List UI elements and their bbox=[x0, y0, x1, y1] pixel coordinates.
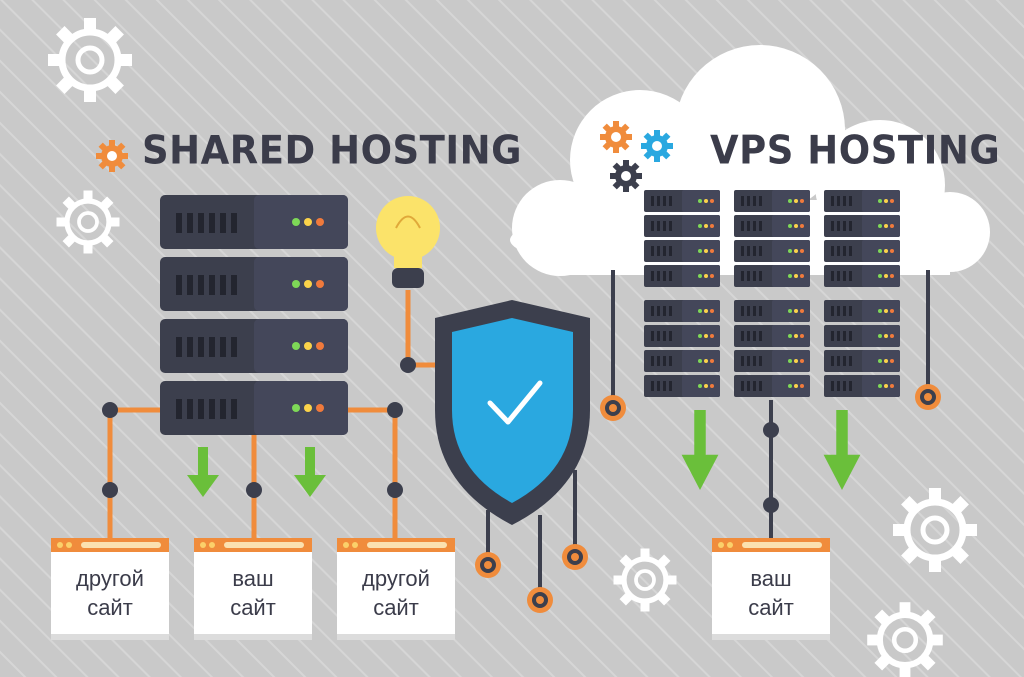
site-label: ваш сайт bbox=[194, 564, 312, 622]
site-window-other-right: другой сайт bbox=[337, 538, 455, 640]
window-dot bbox=[352, 542, 358, 548]
site-label-line2: сайт bbox=[87, 595, 133, 620]
gear-icon bbox=[600, 121, 632, 153]
site-window-other-left: другой сайт bbox=[51, 538, 169, 640]
gear-icon bbox=[610, 160, 642, 192]
site-label-line2: сайт bbox=[748, 595, 794, 620]
lightbulb-icon bbox=[376, 196, 440, 288]
site-label-line1: другой bbox=[362, 566, 430, 591]
vps-terminal bbox=[600, 395, 626, 421]
window-dot bbox=[57, 542, 63, 548]
site-window-vps-yours: ваш сайт bbox=[712, 538, 830, 640]
site-label-line2: сайт bbox=[230, 595, 276, 620]
site-label: другой сайт bbox=[51, 564, 169, 622]
vps-terminal bbox=[915, 384, 941, 410]
vps-node bbox=[763, 497, 779, 513]
vps-hosting-title: VPS HOSTING bbox=[710, 128, 1001, 174]
site-label-line1: ваш bbox=[750, 566, 792, 591]
shared-hosting-title: SHARED HOSTING bbox=[142, 128, 523, 174]
gear-icon bbox=[641, 130, 673, 162]
window-dot bbox=[209, 542, 215, 548]
site-label-line1: другой bbox=[76, 566, 144, 591]
gear-icon bbox=[96, 140, 128, 172]
shield-check-icon bbox=[435, 300, 590, 613]
window-dot bbox=[343, 542, 349, 548]
window-dot bbox=[200, 542, 206, 548]
site-window-yours: ваш сайт bbox=[194, 538, 312, 640]
vps-node bbox=[763, 422, 779, 438]
window-dot bbox=[718, 542, 724, 548]
window-address-bar bbox=[224, 542, 304, 548]
site-label-line2: сайт bbox=[373, 595, 419, 620]
window-dot bbox=[727, 542, 733, 548]
site-label: ваш сайт bbox=[712, 564, 830, 622]
window-address-bar bbox=[367, 542, 447, 548]
window-address-bar bbox=[742, 542, 822, 548]
site-label-line1: ваш bbox=[232, 566, 274, 591]
site-label: другой сайт bbox=[337, 564, 455, 622]
window-dot bbox=[66, 542, 72, 548]
window-address-bar bbox=[81, 542, 161, 548]
